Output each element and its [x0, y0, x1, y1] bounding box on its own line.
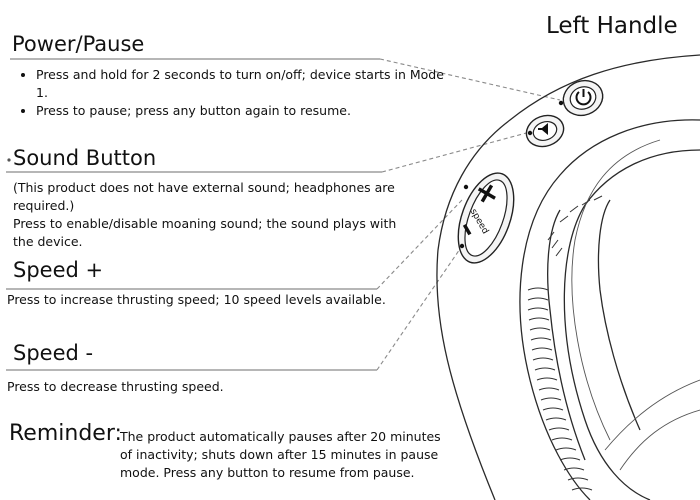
power-pause-heading: Power/Pause: [12, 32, 145, 56]
sound-button-text: (This product does not have external sou…: [13, 179, 408, 251]
sound-button-graphic: [525, 114, 565, 148]
reminder-text: The product automatically pauses after 2…: [120, 429, 441, 480]
power-bullet-2: Press to pause; press any button again t…: [36, 102, 454, 120]
device-body: [436, 54, 700, 500]
ribbed-texture: [527, 195, 603, 491]
sound-description: Press to enable/disable moaning sound; t…: [13, 216, 397, 249]
speed-down-heading: Speed -: [13, 341, 94, 365]
speed-up-heading: Speed +: [13, 258, 104, 282]
sound-note: (This product does not have external sou…: [13, 180, 395, 213]
speed-up-text: Press to increase thrusting speed; 10 sp…: [7, 292, 386, 307]
power-icon: [575, 91, 592, 106]
page-title: Left Handle: [546, 13, 678, 39]
power-bullet-1: Press and hold for 2 seconds to turn on/…: [36, 66, 454, 102]
sound-button-heading: Sound Button: [13, 146, 157, 170]
speck: [7, 158, 11, 162]
sound-leader: [381, 131, 531, 173]
power-pause-bullets: Press and hold for 2 seconds to turn on/…: [14, 66, 454, 120]
power-leader: [379, 58, 561, 101]
speed-down-text: Press to decrease thrusting speed.: [7, 379, 224, 394]
power-button-graphic: [558, 79, 604, 117]
reminder-label: Reminder:: [9, 421, 122, 446]
speaker-icon: [538, 123, 548, 135]
